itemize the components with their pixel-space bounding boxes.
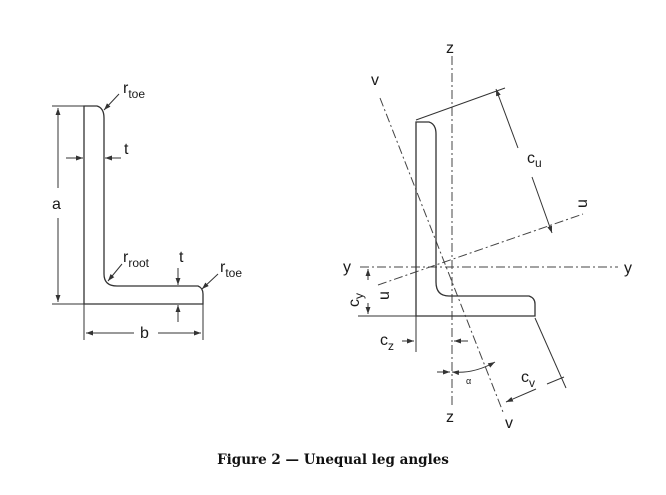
leader-r-toe-top (103, 93, 120, 111)
dim-cv-line-lower (505, 388, 537, 403)
dim-cu-line-lower (531, 176, 553, 234)
dim-cu-ext-a (415, 87, 506, 121)
label-cy: cy (346, 293, 366, 307)
label-u-left: u (376, 291, 393, 300)
right-angle-outline (415, 121, 536, 317)
dim-cu-line-upper (495, 88, 519, 149)
label-r-root: rroot (123, 249, 150, 270)
label-z-bottom: z (446, 409, 454, 426)
label-v-top: v (371, 72, 379, 89)
label-r-toe-right: rtoe (220, 259, 242, 280)
leader-r-root (107, 263, 123, 282)
label-y-right: y (624, 260, 632, 277)
label-b: b (140, 325, 149, 342)
v-axis (379, 97, 504, 413)
label-cu: cu (527, 150, 542, 170)
right-angle-section: cu cy cz α cv z z v v y y u u (343, 40, 632, 432)
left-angle-section: a b t t rtoe rroot rtoe (52, 80, 242, 342)
label-y-left: y (343, 259, 351, 276)
dim-cv-ext (534, 317, 567, 389)
label-r-toe-top: rtoe (123, 80, 145, 101)
label-cz: cz (380, 332, 394, 353)
unequal-leg-angle-figure: a b t t rtoe rroot rtoe (52, 40, 632, 432)
alpha-arc (451, 361, 496, 376)
label-t-horizontal: t (179, 249, 184, 266)
label-u-right: u (574, 199, 591, 208)
label-cv: cv (521, 369, 535, 390)
dim-cv-line-upper (546, 376, 565, 385)
label-a: a (52, 196, 61, 213)
label-t-vertical: t (124, 141, 129, 158)
figure-caption: Figure 2 — Unequal leg angles (217, 452, 449, 468)
left-angle-outline (83, 105, 204, 305)
u-axis (377, 213, 584, 286)
label-alpha: α (466, 376, 471, 386)
label-v-bottom: v (505, 415, 513, 432)
leader-r-toe-right (201, 273, 219, 290)
label-z-top: z (446, 40, 454, 57)
